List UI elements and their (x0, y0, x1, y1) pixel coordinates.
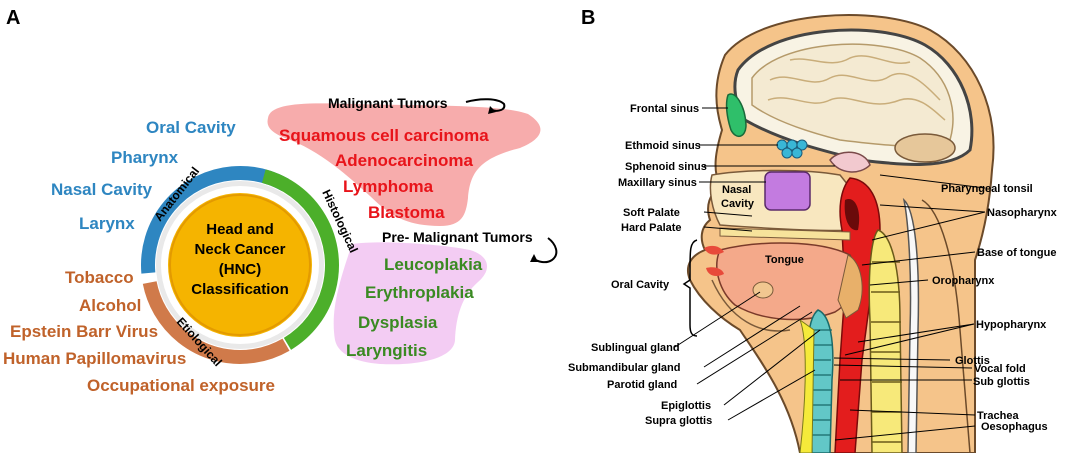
leader-lines (674, 107, 986, 441)
label-sub-glottis: Sub glottis (973, 376, 1030, 388)
premalignant-item: Dysplasia (358, 313, 438, 332)
label-submandibular-gland: Submandibular gland (568, 362, 680, 374)
label-frontal-sinus: Frontal sinus (630, 103, 699, 115)
anatomy-illustration (686, 14, 995, 454)
etiological-item: Human Papillomavirus (3, 349, 186, 368)
anatomical-item: Oral Cavity (146, 118, 236, 137)
label-sublingual-gland: Sublingual gland (591, 342, 680, 354)
label-oesophagus: Oesophagus (981, 421, 1048, 433)
label-trachea: Trachea (977, 410, 1019, 422)
panel-a-letter: A (6, 7, 20, 29)
center-line-2: Neck Cancer (195, 241, 286, 258)
anatomical-item: Nasal Cavity (51, 180, 153, 199)
label-tongue: Tongue (765, 254, 804, 266)
center-line-3: (HNC) (219, 261, 262, 278)
label-oropharynx: Oropharynx (932, 275, 995, 287)
label-ethmoid-sinus: Ethmoid sinus (625, 140, 701, 152)
premalignant-item: Laryngitis (346, 341, 427, 360)
label-base-of-tongue: Base of tongue (977, 247, 1056, 259)
label-oral-cavity: Oral Cavity (611, 279, 670, 291)
etiological-item: Occupational exposure (87, 376, 275, 395)
center-line-4: Classification (191, 281, 289, 298)
label-supra-glottis: Supra glottis (645, 415, 712, 427)
etiological-item: Alcohol (79, 296, 141, 315)
etiological-item: Tobacco (65, 268, 134, 287)
oral-cavity-bracket (682, 239, 698, 337)
premalignant-item: Leucoplakia (384, 255, 483, 274)
premalignant-item: Erythroplakia (365, 283, 474, 302)
etiological-item: Epstein Barr Virus (10, 322, 158, 341)
center-circle (168, 193, 312, 337)
malignant-item: Squamous cell carcinoma (279, 126, 489, 145)
center-line-1: Head and (206, 221, 274, 238)
label-pharyngeal-tonsil: Pharyngeal tonsil (941, 183, 1033, 195)
label-parotid-gland: Parotid gland (607, 379, 677, 391)
label-nasal-cavity-2: Cavity (721, 198, 755, 210)
premalignant-title: Pre- Malignant Tumors (382, 229, 533, 245)
label-glottis: Glottis (955, 355, 990, 367)
malignant-item: Blastoma (368, 203, 445, 222)
malignant-item: Lymphoma (343, 177, 434, 196)
label-hypopharynx: Hypopharynx (976, 319, 1047, 331)
label-epiglottis: Epiglottis (661, 400, 711, 412)
classification-ring (141, 166, 339, 364)
malignant-item: Adenocarcinoma (335, 151, 473, 170)
label-vocal-fold: Vocal fold (974, 363, 1026, 375)
premalignant-blob (333, 242, 488, 365)
label-sphenoid-sinus: Sphenoid sinus (625, 161, 707, 173)
anatomical-item: Pharynx (111, 148, 179, 167)
label-hard-palate: Hard Palate (621, 222, 682, 234)
panel-b-letter: B (581, 7, 595, 29)
malignant-blob (267, 103, 541, 226)
malignant-arrow (465, 98, 506, 112)
label-soft-palate: Soft Palate (623, 207, 680, 219)
label-maxillary-sinus: Maxillary sinus (618, 177, 697, 189)
anatomical-item: Larynx (79, 214, 135, 233)
malignant-title: Malignant Tumors (328, 95, 448, 111)
premalignant-arrow (531, 237, 558, 264)
label-nasopharynx: Nasopharynx (987, 207, 1058, 219)
label-nasal-cavity: Nasal (722, 184, 751, 196)
